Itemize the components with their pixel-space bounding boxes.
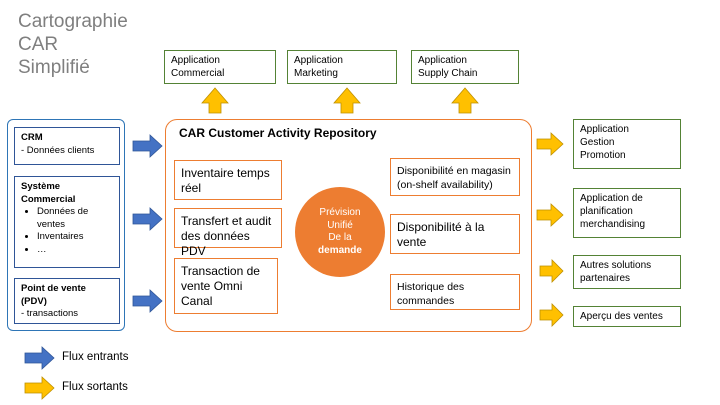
title-line-3: Simplifié bbox=[18, 57, 90, 78]
output-label-line: Application bbox=[418, 55, 467, 66]
input-systeme-commercial: Système Commercial Données de ventes Inv… bbox=[14, 176, 120, 268]
up-arrow-marketing bbox=[333, 87, 361, 114]
circle-line: Prévision bbox=[319, 207, 361, 218]
output-label-line: Application bbox=[171, 55, 220, 66]
output-label-line: Aperçu des ventes bbox=[580, 311, 663, 322]
output-label-line: Application bbox=[580, 124, 629, 135]
box-inventaire-temps-reel: Inventaire temps réel bbox=[174, 160, 282, 200]
list-item: … bbox=[37, 244, 113, 257]
circle-line: De la bbox=[328, 232, 352, 243]
out-arrow-3 bbox=[539, 259, 564, 283]
box-historique-commandes: Historique des commandes bbox=[390, 274, 520, 310]
up-arrow-commercial bbox=[201, 87, 229, 114]
circle-line: Unifié bbox=[327, 219, 353, 231]
legend-in-arrow bbox=[24, 346, 55, 370]
circle-line-bold: demande bbox=[318, 244, 362, 256]
output-label-line: partenaires bbox=[580, 273, 631, 284]
crm-line: - Données clients bbox=[21, 144, 95, 156]
in-arrow-systeme bbox=[132, 207, 163, 231]
output-label-line: merchandising bbox=[580, 219, 646, 230]
in-arrow-crm bbox=[132, 134, 163, 158]
output-apercu-ventes: Aperçu des ventes bbox=[573, 306, 681, 327]
pdv-line: - transactions bbox=[21, 308, 79, 319]
systeme-list: Données de ventes Inventaires … bbox=[21, 206, 113, 256]
output-label-line: Promotion bbox=[580, 150, 626, 161]
output-label-line: Application bbox=[294, 55, 343, 66]
output-planification-merchandising: Application de planification merchandisi… bbox=[573, 188, 681, 238]
list-item: Inventaires bbox=[37, 231, 113, 244]
output-application-marketing: Application Marketing bbox=[287, 50, 397, 84]
box-transfert-audit-pdv: Transfert et audit des données PDV bbox=[174, 208, 282, 258]
in-arrow-pdv bbox=[132, 289, 163, 313]
box-disponibilite-vente: Disponibilité à la vente bbox=[390, 214, 520, 254]
legend-flux-entrants: Flux entrants bbox=[62, 351, 129, 363]
box-transaction-omni-canal: Transaction de vente Omni Canal bbox=[174, 258, 278, 314]
input-point-de-vente: Point de vente (PDV) - transactions bbox=[14, 278, 120, 324]
box-disponibilite-magasin: Disponibilité en magasin (on-shelf avail… bbox=[390, 158, 520, 196]
crm-title: CRM bbox=[21, 132, 43, 143]
output-gestion-promotion: Application Gestion Promotion bbox=[573, 119, 681, 169]
output-label-line: Application de bbox=[580, 193, 643, 204]
output-application-commercial: Application Commercial bbox=[164, 50, 276, 84]
title-line-1: Cartographie bbox=[18, 11, 128, 32]
diagram-title: Cartographie CAR Simplifié bbox=[18, 10, 128, 79]
out-arrow-1 bbox=[536, 132, 564, 156]
prevision-demande-circle: Prévision Unifié De la demande bbox=[295, 187, 385, 277]
output-label-line: Gestion bbox=[580, 137, 615, 148]
output-application-supply-chain: Application Supply Chain bbox=[411, 50, 519, 84]
pdv-title: Point de vente (PDV) bbox=[21, 283, 86, 307]
input-crm: CRM - Données clients bbox=[14, 127, 120, 165]
up-arrow-supply bbox=[451, 87, 479, 114]
output-autres-solutions: Autres solutions partenaires bbox=[573, 255, 681, 289]
out-arrow-2 bbox=[536, 203, 564, 227]
output-label-line: Autres solutions bbox=[580, 260, 652, 271]
legend-flux-sortants: Flux sortants bbox=[62, 381, 128, 393]
output-label-line: Commercial bbox=[171, 68, 225, 79]
title-line-2: CAR bbox=[18, 34, 59, 55]
car-title: CAR Customer Activity Repository bbox=[179, 126, 377, 140]
output-label-line: planification bbox=[580, 206, 633, 217]
systeme-title: Système Commercial bbox=[21, 181, 76, 205]
output-label-line: Supply Chain bbox=[418, 68, 478, 79]
output-label-line: Marketing bbox=[294, 68, 338, 79]
out-arrow-4 bbox=[539, 303, 564, 327]
legend-out-arrow bbox=[24, 376, 55, 400]
list-item: Données de ventes bbox=[37, 206, 113, 231]
